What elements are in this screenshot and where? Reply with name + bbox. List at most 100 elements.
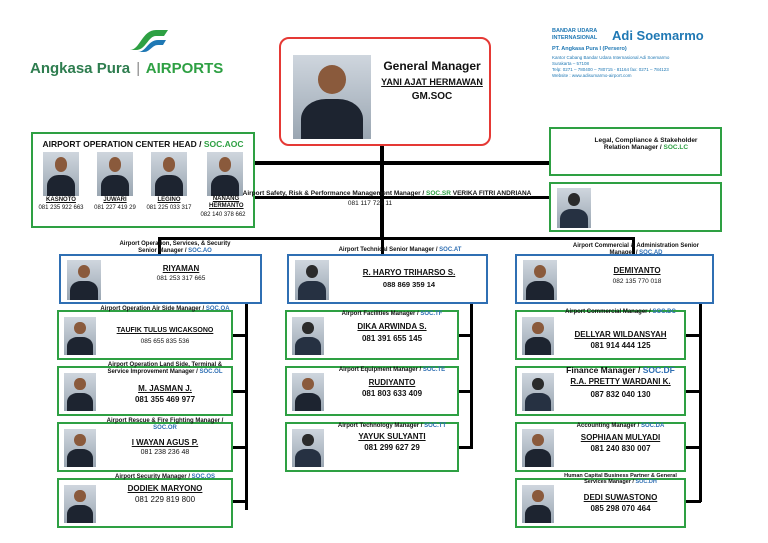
aoc-photo-2: [97, 152, 133, 196]
safety-phone: 081 117 729 11: [347, 200, 393, 207]
aoc-title-text: AIRPORT OPERATION CENTER HEAD /: [42, 139, 204, 149]
legal-code: SOC.LC: [663, 144, 689, 152]
ops-sub-title-1: Airport Operation Air Side Manager / SOC…: [99, 306, 231, 313]
address-line-3: Telp: 0271 – 780400 – 780715 - 81164 fax…: [552, 67, 669, 72]
comm-sub-box-3[interactable]: Accounting Manager / SOC.DA SOPHIAAN MUL…: [515, 422, 686, 472]
connector: [686, 446, 701, 449]
ops-sub-phone-4: 081 229 819 800: [134, 495, 196, 504]
connector: [459, 334, 473, 337]
tech-phone: 088 869 359 14: [382, 280, 436, 289]
connector: [632, 237, 635, 254]
ops-sub-photo-3: [64, 429, 96, 467]
connector: [255, 161, 551, 165]
tech-sub-box-3[interactable]: Airport Technology Manager / SOC.TT YAYU…: [285, 422, 459, 472]
aoc-member-phone-3: 081 225 033 317: [146, 205, 192, 211]
aoc-photo-3: [151, 152, 187, 196]
safety-risk-box[interactable]: [549, 182, 722, 232]
aoc-member-phone-4: 082 140 378 662: [200, 212, 246, 218]
connector: [233, 446, 247, 449]
ops-sub-box-2[interactable]: Airport Operation Land Side, Terminal & …: [57, 362, 233, 416]
tech-title: Airport Technical Senior Manager / SOC.A…: [320, 247, 480, 254]
legal-compliance-box[interactable]: Legal, Compliance & Stakeholder Relation…: [549, 127, 722, 176]
gm-photo: [293, 55, 371, 139]
connector: [233, 196, 551, 199]
connector: [380, 146, 384, 238]
ops-sub-title-text-4: Airport Security Manager /: [114, 474, 192, 480]
ops-sub-box-4[interactable]: Airport Security Manager / SOC.OS DODIEK…: [57, 474, 233, 528]
tech-sub-code-3: SOC.TT: [424, 423, 447, 429]
tech-sub-box-1[interactable]: Airport Facilities Manager / SOC.TF DIKA…: [285, 310, 459, 360]
comm-sub-code-3: SOC.DA: [641, 423, 665, 429]
legal-title: Legal, Compliance & Stakeholder Relation…: [591, 137, 701, 152]
website-link[interactable]: Website : www.adisumarmo-airport.com: [552, 73, 632, 78]
connector: [699, 292, 702, 502]
ops-name: RIYAMAN: [162, 264, 200, 273]
gm-name: YANI AJAT HERMAWAN: [381, 77, 483, 87]
logo-brand: Angkasa Pura: [30, 60, 131, 77]
comm-sub-title-1: Airport Commercial Manager / SOC.DC: [557, 309, 684, 316]
comm-sub-title-text-3: Accounting Manager /: [576, 423, 641, 429]
ops-sub-box-1[interactable]: Airport Operation Air Side Manager / SOC…: [57, 306, 233, 360]
tech-sub-code-1: SOC.TF: [420, 311, 443, 317]
aoc-photo-1: [43, 152, 79, 196]
tech-sub-phone-3: 081 299 627 29: [364, 443, 420, 452]
ops-sub-phone-3: 081 238 236 48: [140, 449, 190, 456]
ops-sub-title-text-1: Airport Operation Air Side Manager /: [100, 306, 206, 312]
comm-sub-title-text-4: Human Capital Business Partner & General…: [564, 473, 677, 486]
logo-swoosh-icon: [126, 24, 172, 54]
tech-sub-title-text-1: Airport Facilities Manager /: [341, 311, 421, 317]
comm-code: SOC.AD: [639, 249, 663, 256]
connector: [245, 292, 248, 510]
comm-sub-photo-2: [522, 373, 554, 411]
ops-sub-title-text-2: Airport Operation Land Side, Terminal & …: [107, 362, 223, 375]
comm-sub-box-2[interactable]: Finance Manager / SOC.DF R.A. PRETTY WAR…: [515, 365, 686, 416]
safety-code: SOC.SR: [426, 190, 451, 197]
tech-sub-name-3: YAYUK SULYANTI: [358, 432, 426, 441]
aoc-head-box[interactable]: AIRPORT OPERATION CENTER HEAD / SOC.AOC …: [31, 132, 255, 228]
airport-small-1: BANDAR UDARA: [552, 28, 598, 34]
general-manager-box[interactable]: General Manager YANI AJAT HERMAWAN GM.SO…: [279, 37, 491, 146]
connector: [381, 237, 384, 254]
ops-sub-title-4: Airport Security Manager / SOC.OS: [99, 474, 231, 481]
tech-sub-photo-2: [292, 373, 324, 411]
ops-sub-code-1: SOC.OA: [205, 306, 230, 312]
address-line-1: Kantor Cabang Bandar Udara Internasional…: [552, 55, 670, 60]
comm-sub-box-4[interactable]: Human Capital Business Partner & General…: [515, 473, 686, 528]
comm-sub-box-1[interactable]: Airport Commercial Manager / SOC.DC DELL…: [515, 309, 686, 360]
aoc-member-name-4: NANANG HERMANTO: [209, 196, 244, 210]
airport-small-2: INTERNASIONAL: [552, 35, 598, 41]
comm-senior-box[interactable]: DEMIYANTO 082 135 770 018: [515, 254, 714, 304]
safety-photo: [557, 188, 591, 228]
connector: [686, 334, 701, 337]
comm-sub-name-2: R.A. PRETTY WARDANI K.: [570, 377, 671, 386]
safety-name: VERIKA FITRI ANDRIANA: [452, 190, 532, 197]
safety-title-text: Airport Safety, Risk & Performance Manag…: [242, 190, 427, 197]
comm-sub-title-4: Human Capital Business Partner & General…: [557, 473, 684, 486]
tech-sub-title-3: Airport Technology Manager / SOC.TT: [327, 423, 457, 430]
comm-title: Airport Commercial & Administration Seni…: [566, 243, 706, 257]
tech-code: SOC.AT: [439, 247, 462, 253]
connector: [158, 237, 161, 254]
safety-title: Airport Safety, Risk & Performance Manag…: [232, 190, 542, 198]
tech-sub-phone-1: 081 391 655 145: [361, 334, 423, 343]
ops-code: SOC.AO: [188, 247, 212, 254]
ops-senior-box[interactable]: RIYAMAN 081 253 317 665: [59, 254, 262, 304]
comm-phone: 082 135 770 018: [612, 278, 662, 285]
tech-sub-code-2: SOC.TE: [422, 367, 446, 373]
ops-sub-photo-1: [64, 317, 96, 355]
comm-sub-phone-4: 085 298 070 464: [590, 504, 651, 513]
comm-sub-title-text-2: Finance Manager /: [566, 365, 643, 375]
tech-senior-box[interactable]: R. HARYO TRIHARSO S. 088 869 359 14: [287, 254, 488, 304]
ops-sub-photo-2: [64, 373, 96, 411]
comm-sub-photo-1: [522, 317, 554, 355]
gm-code: GM.SOC: [411, 91, 453, 102]
comm-sub-name-1: DELLYAR WILDANSYAH: [574, 330, 667, 339]
ops-sub-box-3[interactable]: Airport Rescue & Fire Fighting Manager /…: [57, 418, 233, 472]
comm-sub-phone-3: 081 240 830 007: [590, 444, 651, 453]
angkasa-pura-logo: Angkasa Pura | AIRPORTS: [30, 24, 230, 80]
ops-sub-code-4: SOC.OS: [191, 474, 216, 480]
ops-sub-name-2: M. JASMAN J.: [138, 384, 192, 393]
comm-sub-phone-2: 087 832 040 130: [590, 390, 651, 399]
tech-sub-box-2[interactable]: Airport Equipment Manager / SOC.TE RUDIY…: [285, 366, 459, 416]
aoc-member-phone-1: 081 235 922 663: [38, 205, 84, 211]
